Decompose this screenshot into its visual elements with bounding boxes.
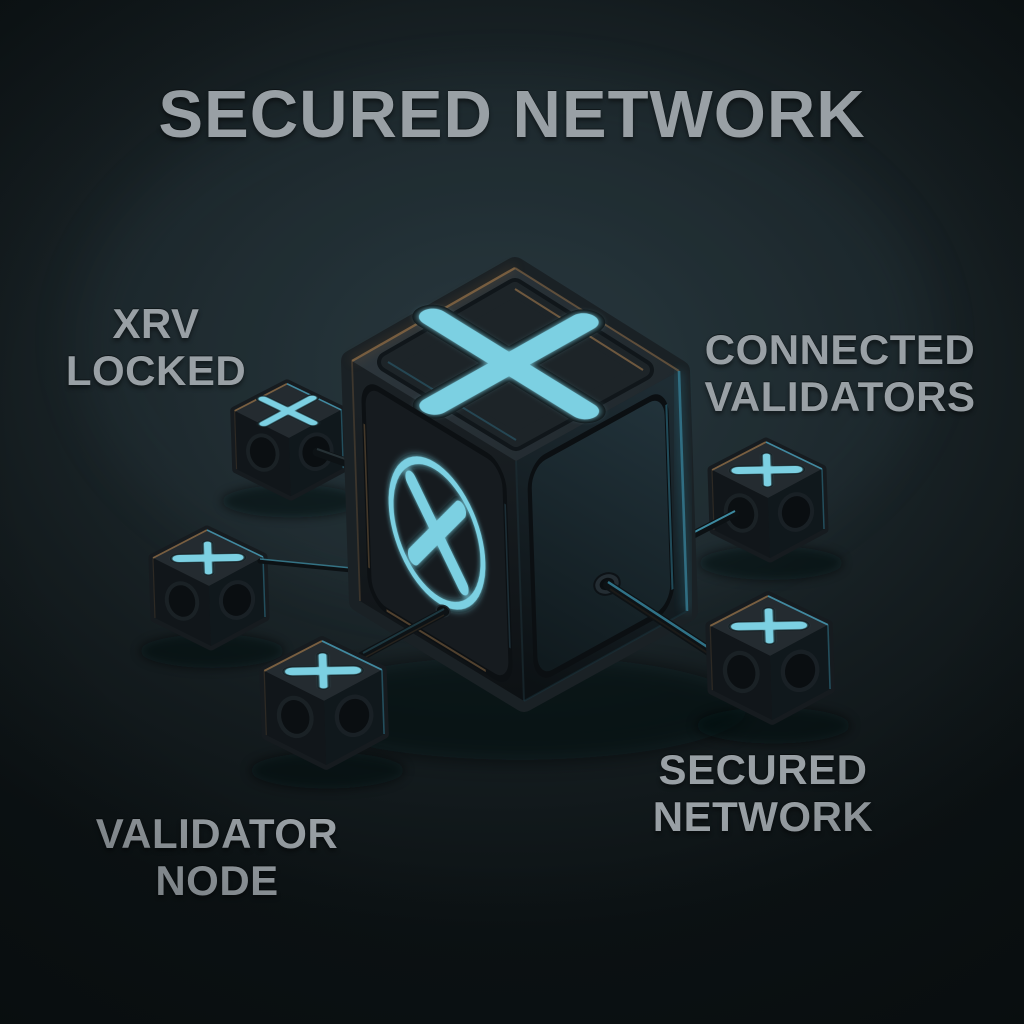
label-secured-network: SECURED NETWORK xyxy=(652,746,874,841)
validator-cube-right-bottom xyxy=(696,596,850,744)
label-connected-validators: CONNECTED VALIDATORS xyxy=(704,326,976,421)
label-xrv-locked: XRV LOCKED xyxy=(65,300,247,395)
page-title: SECURED NETWORK xyxy=(158,77,866,152)
label-validator-node: VALIDATOR NODE xyxy=(95,810,339,905)
validator-cube-bottom-left xyxy=(250,641,404,789)
